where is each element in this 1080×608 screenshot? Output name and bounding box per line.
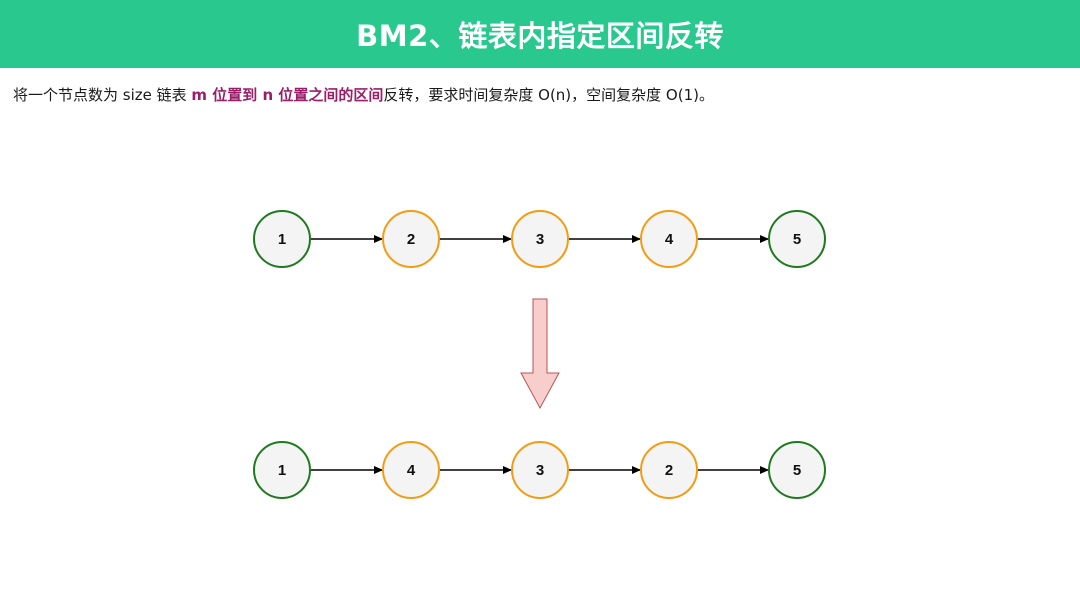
description-highlight: m 位置到 n 位置之间的区间 — [191, 86, 384, 104]
node-value: 1 — [278, 231, 286, 248]
title-bar: BM2、链表内指定区间反转 — [0, 0, 1080, 68]
node-circle — [511, 210, 569, 268]
node-circle — [382, 210, 440, 268]
list-node: 5 — [768, 210, 826, 268]
node-value: 3 — [536, 462, 544, 479]
list-node: 4 — [640, 210, 698, 268]
node-value: 4 — [407, 462, 416, 479]
node-value: 5 — [793, 231, 801, 248]
node-circle — [768, 441, 826, 499]
list-node: 4 — [382, 441, 440, 499]
node-circle — [382, 441, 440, 499]
node-value: 2 — [665, 462, 673, 479]
list-node: 5 — [768, 441, 826, 499]
description-suffix: 反转，要求时间复杂度 O(n)，空间复杂度 O(1)。 — [383, 86, 714, 104]
list-node: 3 — [511, 441, 569, 499]
list-node: 2 — [640, 441, 698, 499]
node-circle — [511, 441, 569, 499]
list-node: 1 — [253, 210, 311, 268]
node-value: 2 — [407, 231, 415, 248]
transform-down-arrow — [520, 298, 560, 410]
reversed-list: 1 4 3 2 5 — [253, 441, 826, 499]
node-circle — [640, 210, 698, 268]
node-circle — [253, 441, 311, 499]
node-value: 4 — [665, 231, 674, 248]
node-circle — [640, 441, 698, 499]
node-circle — [768, 210, 826, 268]
node-value: 5 — [793, 462, 801, 479]
list-node: 3 — [511, 210, 569, 268]
node-value: 1 — [278, 462, 286, 479]
original-list: 1 2 3 4 5 — [253, 210, 826, 268]
node-value: 3 — [536, 231, 544, 248]
description-prefix: 将一个节点数为 size 链表 — [13, 86, 192, 104]
list-node: 1 — [253, 441, 311, 499]
list-node: 2 — [382, 210, 440, 268]
page-title: BM2、链表内指定区间反转 — [356, 19, 724, 53]
problem-description: 将一个节点数为 size 链表 m 位置到 n 位置之间的区间反转，要求时间复杂… — [13, 84, 714, 105]
node-circle — [253, 210, 311, 268]
